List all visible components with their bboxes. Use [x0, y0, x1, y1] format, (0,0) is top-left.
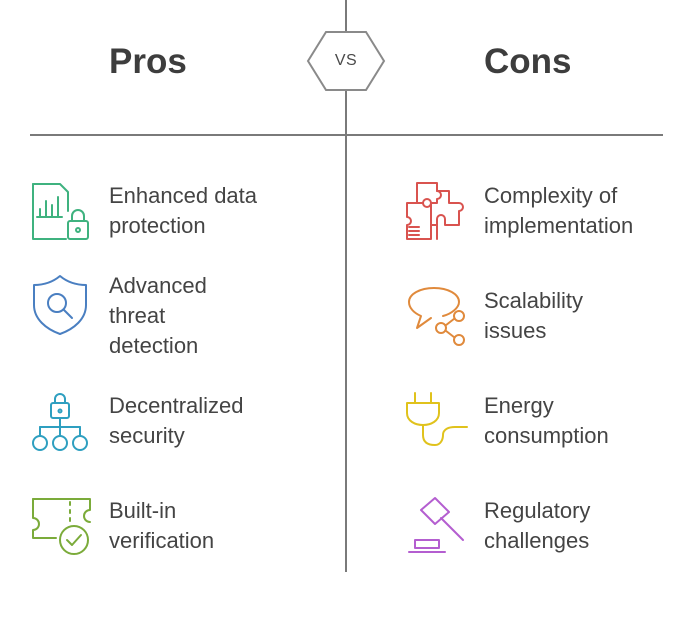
pros-item-label: Enhanced data protection [109, 183, 258, 238]
shield-search-icon [33, 275, 87, 335]
plug-icon [406, 392, 468, 446]
puzzle-icon [406, 182, 464, 240]
pros-heading: Pros [109, 42, 187, 81]
ticket-check-icon [32, 498, 91, 555]
cons-item-label: Scalability issues [484, 288, 584, 343]
cons-item-label: Complexity of implementation [484, 183, 634, 238]
vs-badge: VS [306, 30, 386, 92]
vs-arrow-shape-icon [306, 31, 386, 91]
vs-label: VS [334, 52, 358, 69]
cons-item-label: Energy consumption [484, 393, 609, 448]
pros-item-label: Decentralized security [109, 393, 244, 448]
pros-item-label: Built-in verification [109, 498, 215, 553]
pros-item-label: Advanced threat detection [109, 273, 207, 358]
center-divider-vertical [345, 0, 347, 572]
cons-item-label: Regulatory challenges [484, 498, 591, 553]
gavel-icon [408, 497, 464, 553]
chat-share-icon [408, 287, 465, 346]
network-lock-icon [32, 393, 88, 451]
cons-heading: Cons [484, 42, 572, 81]
data-lock-icon [32, 183, 89, 240]
header-divider-horizontal [30, 134, 663, 136]
